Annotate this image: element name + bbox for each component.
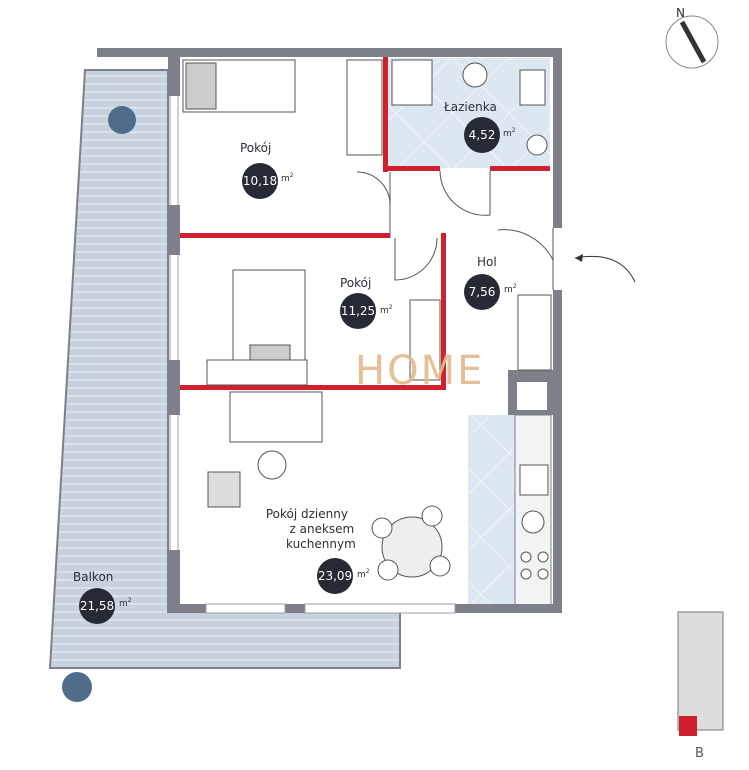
toilet xyxy=(519,69,546,106)
unit: m xyxy=(504,285,513,295)
unit: m xyxy=(281,174,290,184)
room-label: Hol xyxy=(477,255,497,269)
area-unit: m2 xyxy=(504,283,517,295)
building-label: B xyxy=(695,746,704,761)
room-label: Pokój dzienny z aneksem kuchennym xyxy=(258,507,356,552)
unit-exp: 2 xyxy=(365,568,370,575)
wardrobe-2 xyxy=(409,299,441,381)
compass-icon xyxy=(665,15,719,69)
room-label-line: z aneksem xyxy=(289,522,355,536)
sink-bath xyxy=(462,62,488,88)
compass-label: N xyxy=(676,6,685,20)
room-label: Balkon xyxy=(73,570,114,584)
sink-kitchen xyxy=(521,510,545,534)
room-label: Pokój xyxy=(340,276,372,290)
area-badge: 7,56 xyxy=(464,274,500,310)
unit: m xyxy=(380,306,389,316)
unit-exp: 2 xyxy=(127,597,132,604)
kitchen-floor xyxy=(468,415,518,605)
area-unit: m2 xyxy=(281,172,294,184)
plant-icon xyxy=(62,106,136,702)
room-label: Pokój xyxy=(240,141,272,155)
washer xyxy=(526,134,548,156)
room-label-line: Pokój dzienny xyxy=(265,507,348,521)
unit: m xyxy=(503,129,512,139)
area-unit: m2 xyxy=(380,304,393,316)
building-key xyxy=(677,611,724,736)
unit-exp: 2 xyxy=(512,283,517,290)
unit-exp: 2 xyxy=(511,127,516,134)
wardrobe-1 xyxy=(346,59,383,156)
area-unit: m2 xyxy=(503,127,516,139)
area-badge: 23,09 xyxy=(317,558,353,594)
wardrobe-hall xyxy=(517,294,552,371)
watermark: HOME xyxy=(355,348,485,394)
area-badge: 11,25 xyxy=(340,293,376,329)
area-badge: 4,52 xyxy=(464,117,500,153)
dining-table xyxy=(381,516,443,578)
shower xyxy=(391,59,433,106)
coffee-table xyxy=(257,450,287,480)
area-badge: 10,18 xyxy=(242,163,278,199)
area-unit: m2 xyxy=(119,597,132,609)
entrance-arrow-icon xyxy=(574,255,636,283)
unit-exp: 2 xyxy=(289,172,294,179)
unit: m xyxy=(119,599,128,609)
area-unit: m2 xyxy=(357,568,370,580)
area-badge: 21,58 xyxy=(79,588,115,624)
room-label: Łazienka xyxy=(444,100,497,114)
partition-walls xyxy=(180,57,550,390)
unit-exp: 2 xyxy=(388,304,393,311)
sofa xyxy=(229,391,323,443)
room-label-line: kuchennym xyxy=(286,537,356,551)
unit: m xyxy=(357,570,366,580)
